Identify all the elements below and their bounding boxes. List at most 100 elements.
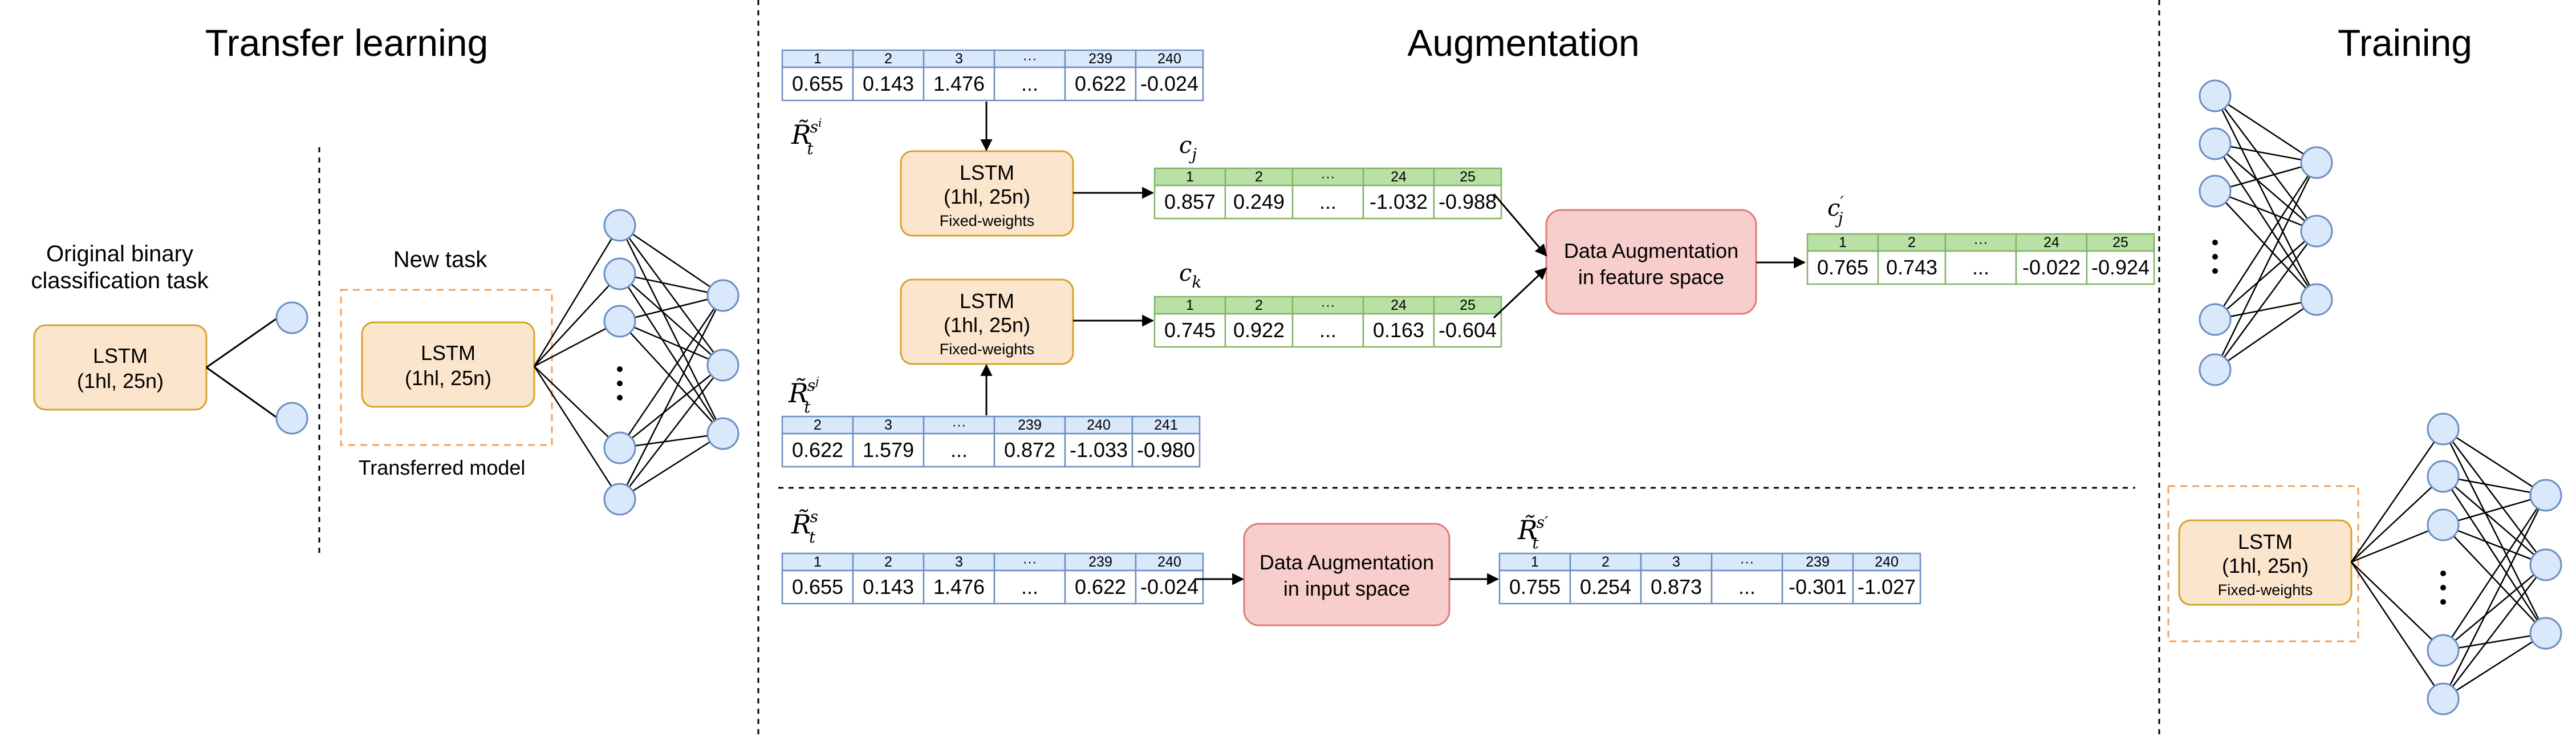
network-node <box>2300 215 2333 248</box>
table-header-cell <box>1362 296 1435 315</box>
table-value-text: 0.254 <box>1580 575 1631 598</box>
ellipsis-dot <box>617 395 623 401</box>
network-edge <box>619 273 724 366</box>
table-value-cell <box>781 432 854 468</box>
table-header-text: ··· <box>1023 51 1037 67</box>
network-edge <box>2443 564 2546 651</box>
network-edge <box>2350 561 2444 699</box>
network-edge <box>2215 298 2317 321</box>
network-node <box>2199 79 2232 112</box>
original-task-label-line1: Original binary <box>46 241 193 266</box>
table-value-cell <box>923 66 996 102</box>
ellipsis-dot <box>2212 254 2218 260</box>
table-r-s: 10.65520.14331.476···...2390.622240-0.02… <box>781 552 1204 605</box>
table-header-text: 239 <box>1018 417 1042 433</box>
network-edge <box>2443 524 2546 634</box>
lstm-name: LSTM <box>960 289 1014 313</box>
table-value-text: 0.622 <box>1075 72 1126 95</box>
symbol-c-k: ck <box>1179 260 1201 292</box>
network-node <box>2427 682 2460 715</box>
network-node <box>603 305 636 338</box>
lstm-fixed-label: Fixed-weights <box>2218 581 2313 598</box>
training-model-box <box>2167 485 2359 642</box>
network-edge <box>2351 561 2444 651</box>
table-header-text: 2 <box>1255 297 1263 313</box>
network-edge <box>619 225 724 366</box>
table-header-text: 1 <box>814 51 822 67</box>
table-header-text: 240 <box>1087 417 1111 433</box>
network-edge <box>619 273 724 297</box>
table-header-text: 24 <box>2043 234 2059 250</box>
table-header-text: ··· <box>1974 234 1988 250</box>
network-edges <box>2350 428 2547 700</box>
table-header-text: 3 <box>955 554 963 570</box>
table-value-text: 1.476 <box>933 72 985 95</box>
table-value-cell <box>1877 250 1947 285</box>
augmentation-input-space: Data Augmentation in input space <box>1243 523 1450 626</box>
table-value-text: -1.027 <box>1858 575 1916 598</box>
network-edge <box>2215 298 2317 371</box>
table-header-text: 1 <box>1186 297 1194 313</box>
table-header-text: 2 <box>1602 554 1610 570</box>
network-node <box>2529 617 2562 650</box>
output-node-1 <box>275 301 308 334</box>
network-edge <box>2215 190 2317 232</box>
table-header-cell <box>781 415 854 435</box>
network-edge <box>2443 632 2546 652</box>
network-edge <box>619 295 724 500</box>
table-header-text: 240 <box>1157 554 1181 570</box>
table-value-cell <box>1569 569 1642 605</box>
table-value-text: 0.655 <box>792 72 843 95</box>
table-value-cell <box>2015 250 2088 285</box>
table-value-cell <box>1433 184 1502 220</box>
table-value-text: ... <box>1021 72 1038 95</box>
table-value-text: -0.924 <box>2091 256 2150 279</box>
network-edge <box>619 225 724 434</box>
table-header-text: 239 <box>1806 554 1830 570</box>
network-edge <box>2443 475 2546 496</box>
network-edges <box>533 224 724 500</box>
table-value-text: ... <box>1972 256 1989 279</box>
network-node <box>603 209 636 242</box>
table-header-cell <box>1064 552 1137 572</box>
table-header-cell <box>1433 296 1502 315</box>
table-value-cell <box>2086 250 2155 285</box>
symbol-c-j-prime: c′j <box>1827 193 1844 228</box>
table-value-text: 0.743 <box>1886 256 1937 279</box>
table-value-text: -0.301 <box>1789 575 1847 598</box>
table-header-cell <box>1433 167 1502 187</box>
network-node <box>2427 460 2460 493</box>
table-header-text: ··· <box>952 417 966 433</box>
table-header-text: 25 <box>1460 297 1476 313</box>
table-value-text: -0.024 <box>1140 72 1198 95</box>
network-edge <box>2215 230 2317 320</box>
network-edge <box>619 224 724 297</box>
table-header-text: ··· <box>1023 554 1037 570</box>
network-edge <box>2215 143 2317 164</box>
table-header-cell <box>1135 49 1204 68</box>
table-value-cell <box>1064 66 1137 102</box>
training-network-top <box>2199 79 2333 386</box>
table-header-text: 3 <box>1672 554 1680 570</box>
table-header-text: 24 <box>1391 169 1407 185</box>
table-value-cell <box>1640 569 1713 605</box>
table-value-text: 0.249 <box>1233 190 1285 213</box>
section-title-transfer: Transfer learning <box>205 22 488 64</box>
table-value-text: 0.765 <box>1817 256 1868 279</box>
network-edge <box>619 365 724 500</box>
table-header-text: 239 <box>1088 51 1112 67</box>
ellipsis-dot <box>2440 571 2446 576</box>
table-value-text: 1.476 <box>933 575 985 598</box>
lstm-training: LSTM (1hl, 25n) Fixed-weights <box>2178 519 2352 606</box>
table-value-cell <box>1153 184 1226 220</box>
original-connections <box>206 317 278 419</box>
lstm-name: LSTM <box>960 161 1014 184</box>
table-value-text: ... <box>1738 575 1756 598</box>
lstm-name: LSTM <box>2238 530 2293 553</box>
transfer-network <box>533 209 740 516</box>
network-node <box>706 349 740 382</box>
